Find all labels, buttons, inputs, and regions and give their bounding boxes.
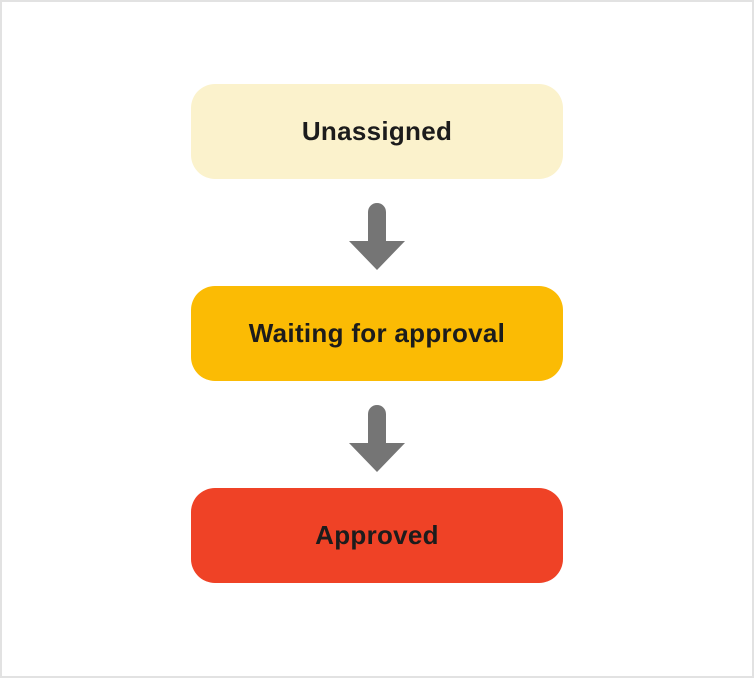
node-unassigned-label: Unassigned (301, 116, 453, 146)
node-unassigned: Unassigned (191, 84, 563, 179)
down-arrow-icon (349, 203, 405, 270)
node-waiting-for-approval-label: Waiting for approval (248, 318, 506, 348)
down-arrow-icon (349, 405, 405, 472)
approval-flow-diagram: Unassigned Waiting for approval Approved (2, 2, 752, 583)
node-approved: Approved (191, 488, 563, 583)
node-waiting-for-approval: Waiting for approval (191, 286, 563, 381)
node-approved-label: Approved (315, 520, 439, 550)
